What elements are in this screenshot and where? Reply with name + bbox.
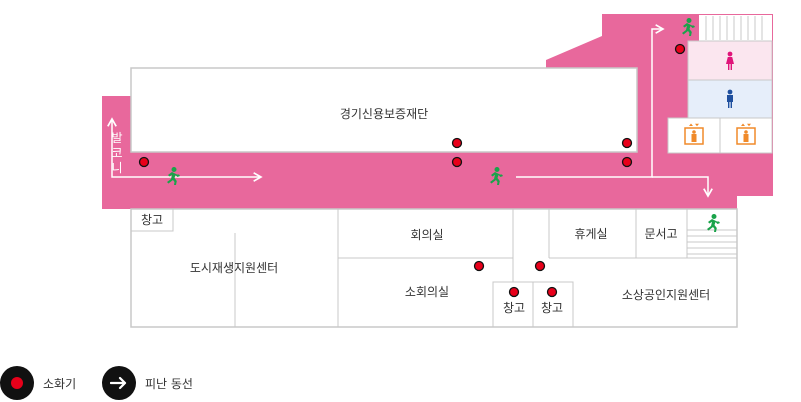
fire-extinguisher-icon [674,43,686,55]
label-storage: 창고 [141,213,163,227]
fire-extinguisher-icon [473,260,485,272]
label-lounge: 휴게실 [574,227,607,241]
fire-extinguisher-icon [451,156,463,168]
floor-plan: 경기신용보증재단 도시재생지원센터 회의실 소회의실 휴게실 문서고 창고 창고… [102,14,773,328]
legend-evacuation: 피난 동선 [102,366,193,400]
fire-extinguisher-icon [621,137,633,149]
stairs-top [699,15,772,41]
label-balcony-3: 니 [111,161,122,175]
fire-extinguisher-icon [546,286,558,298]
room-gyeonggi [130,67,638,153]
label-small-meeting: 소회의실 [405,285,449,299]
label-balcony-2: 코 [111,146,122,160]
label-urban: 도시재생지원센터 [190,261,278,275]
arrow-right-icon [102,366,136,400]
label-gyeonggi: 경기신용보증재단 [340,107,428,121]
evac-route-balcony [107,117,120,178]
legend: 소화기 피난 동선 [0,366,801,402]
fire-extinguisher-icon [621,156,633,168]
legend-extinguisher-label: 소화기 [43,376,77,391]
label-storage: 창고 [541,301,563,315]
label-meeting: 회의실 [410,228,443,242]
label-balcony-1: 발 [111,131,122,145]
evac-route-down [652,176,713,198]
fire-extinguisher-icon [534,260,546,272]
label-storage: 창고 [503,301,525,315]
legend-evacuation-label: 피난 동선 [145,376,193,391]
evac-route-up [516,24,665,178]
label-docs: 문서고 [644,227,677,241]
fire-extinguisher-icon [0,366,34,400]
fire-extinguisher-icon [138,156,150,168]
fire-extinguisher-icon [508,286,520,298]
label-small-business: 소상공인지원센터 [622,288,710,302]
fire-extinguisher-icon [451,137,463,149]
legend-extinguisher: 소화기 [0,366,76,400]
